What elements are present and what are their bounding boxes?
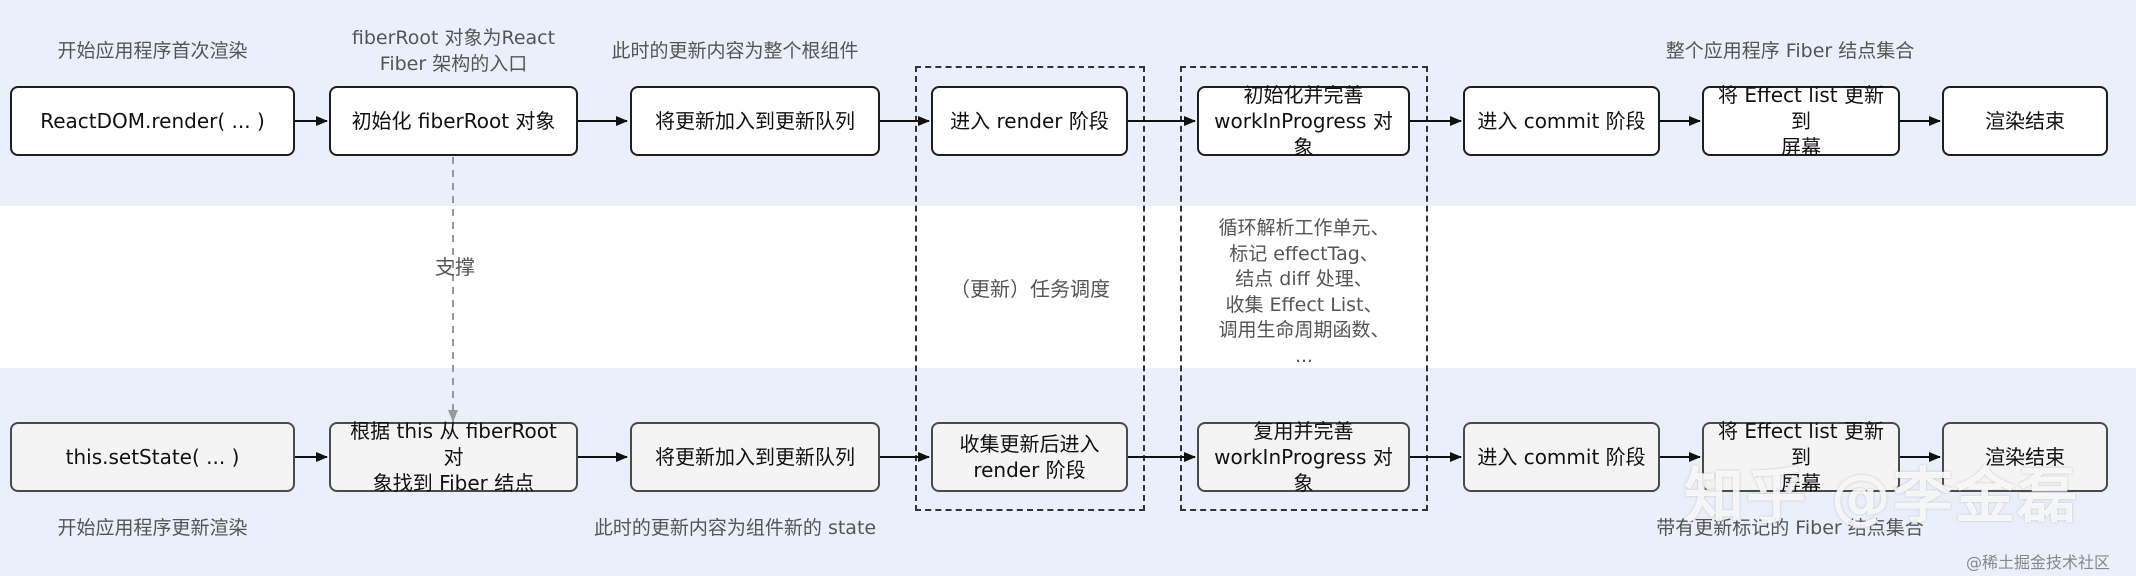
node-render-end: 渲染结束 <box>1942 86 2108 156</box>
work-in-progress-group <box>1180 66 1428 511</box>
caption-fiberroot-entry: fiberRoot 对象为React Fiber 架构的入口 <box>351 27 556 75</box>
caption-marked-fiber-set: 带有更新标记的 Fiber 结点集合 <box>1656 517 1924 539</box>
support-label: 支撑 <box>435 255 475 279</box>
zhihu-watermark: 知乎 @李金磊 <box>1684 462 2079 532</box>
caption-new-state: 此时的更新内容为组件新的 state <box>593 517 877 539</box>
node-find-fiber: 根据 this 从 fiberRoot 对 象找到 Fiber 结点 <box>329 419 578 495</box>
node-enqueue-update: 将更新加入到更新队列 <box>630 86 880 156</box>
node-effect-list-to-screen-bottom: 将 Effect list 更新到 屏幕 <box>1702 419 1900 495</box>
work-loop-notes: 循环解析工作单元、 标记 effectTag、 结点 diff 处理、 收集 E… <box>1218 217 1390 367</box>
caption-update-root: 此时的更新内容为整个根组件 <box>611 40 859 62</box>
node-enqueue-update-bottom: 将更新加入到更新队列 <box>630 422 880 492</box>
node-enter-render: 进入 render 阶段 <box>931 86 1128 156</box>
node-render-end-bottom: 渲染结束 <box>1942 422 2108 492</box>
node-enter-commit: 进入 commit 阶段 <box>1463 86 1660 156</box>
node-init-fiberroot: 初始化 fiberRoot 对象 <box>329 86 578 156</box>
juejin-credit: @稀土掘金技术社区 <box>1966 553 2111 572</box>
node-enter-commit-bottom: 进入 commit 阶段 <box>1463 422 1660 492</box>
node-reuse-wip: 复用并完善 workInProgress 对象 <box>1197 419 1410 495</box>
node-init-wip: 初始化并完善 workInProgress 对象 <box>1197 83 1410 159</box>
task-scheduling-label: （更新）任务调度 <box>950 277 1110 301</box>
node-collect-then-render: 收集更新后进入 render 阶段 <box>931 422 1128 492</box>
middle-band <box>0 206 2136 368</box>
node-set-state: this.setState( ... ) <box>10 422 295 492</box>
caption-fiber-set: 整个应用程序 Fiber 结点集合 <box>1665 40 1915 62</box>
caption-first-render: 开始应用程序首次渲染 <box>57 40 248 62</box>
node-reactdom-render: ReactDOM.render( ... ) <box>10 86 295 156</box>
node-effect-list-to-screen: 将 Effect list 更新到 屏幕 <box>1702 83 1900 159</box>
render-phase-group <box>915 66 1145 511</box>
caption-update-render: 开始应用程序更新渲染 <box>57 517 248 539</box>
